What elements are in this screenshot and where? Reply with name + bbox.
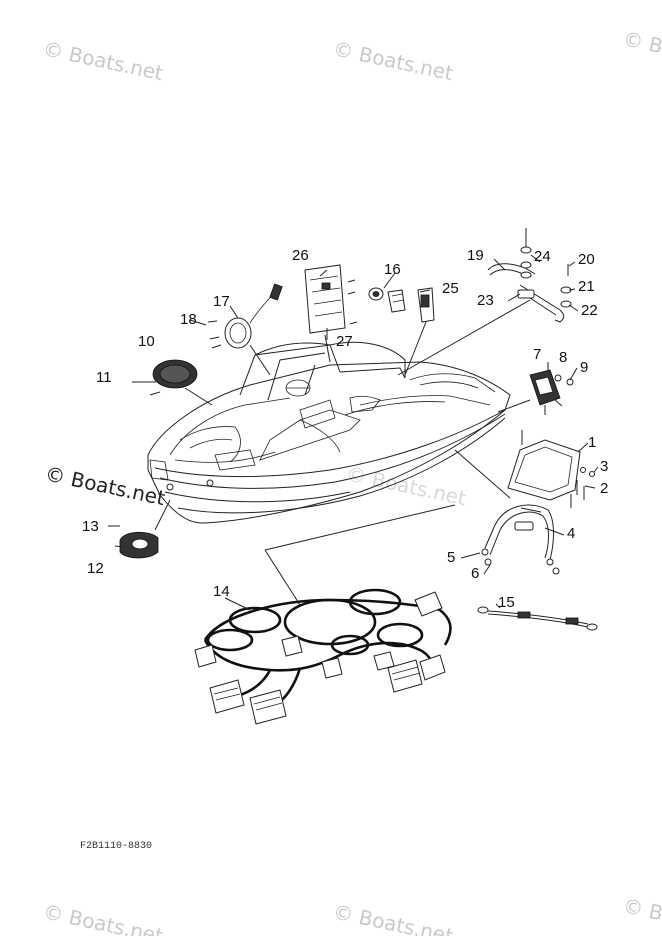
callout-17: 17	[213, 293, 230, 310]
callout-20: 20	[578, 251, 595, 268]
callout-10: 10	[138, 333, 155, 350]
watermark-top-center: © Boats.net	[331, 36, 455, 85]
watermark-bottom-center: © Boats.net	[331, 899, 455, 936]
callout-19: 19	[467, 247, 484, 264]
callout-18: 18	[180, 311, 197, 328]
part-17-speaker	[207, 283, 283, 376]
part-12-light	[108, 499, 171, 559]
callout-6: 6	[471, 565, 479, 582]
callout-22: 22	[581, 302, 598, 319]
callout-1: 1	[588, 434, 596, 451]
callout-3: 3	[600, 458, 608, 475]
part-14-wiring-harness	[194, 588, 452, 725]
callout-15: 15	[498, 594, 515, 611]
part-15-cable	[477, 603, 598, 631]
part-19-24-bracket	[397, 228, 572, 376]
callout-7: 7	[533, 346, 541, 363]
part-1-battery-lid	[454, 430, 595, 508]
watermark-top-left: © Boats.net	[41, 36, 165, 85]
callout-12: 12	[87, 560, 104, 577]
callout-2: 2	[600, 480, 608, 497]
callout-21: 21	[578, 278, 595, 295]
callout-9: 9	[580, 359, 588, 376]
callout-labels: 1 2 3 4 5 6 7 8 9 10 11 12 13 14 15 16 1…	[82, 247, 608, 611]
callout-16: 16	[384, 261, 401, 278]
harness-leader-right	[264, 504, 456, 551]
part-10-speaker	[132, 359, 213, 406]
watermark-center: © Boats.net	[344, 461, 468, 510]
part-26-module	[304, 264, 358, 363]
callout-8: 8	[559, 349, 567, 366]
watermark-top-right: © Boats.net	[621, 26, 662, 75]
boat-hull	[147, 341, 511, 524]
watermark-bottom-left: © Boats.net	[41, 899, 165, 936]
callout-leaders	[114, 254, 599, 575]
callout-25: 25	[442, 280, 459, 297]
callout-5: 5	[447, 549, 455, 566]
callout-24: 24	[534, 248, 551, 265]
callout-14: 14	[213, 583, 230, 600]
watermark-inline: © Boats.net	[43, 461, 167, 510]
callout-11: 11	[96, 369, 112, 386]
callout-4: 4	[567, 525, 575, 542]
watermark-bottom-right: © Boats.net	[621, 893, 662, 936]
callout-13: 13	[82, 518, 99, 535]
callout-23: 23	[477, 292, 494, 309]
harness-leader-left	[264, 549, 301, 606]
part-4-battery-strap	[481, 504, 560, 575]
part-7-8-9-fuse-block	[497, 362, 574, 415]
figure-code: F2B1110-8830	[80, 841, 152, 852]
callout-26: 26	[292, 247, 309, 264]
part-16-25-sensor	[368, 287, 435, 376]
callout-27: 27	[336, 333, 353, 350]
